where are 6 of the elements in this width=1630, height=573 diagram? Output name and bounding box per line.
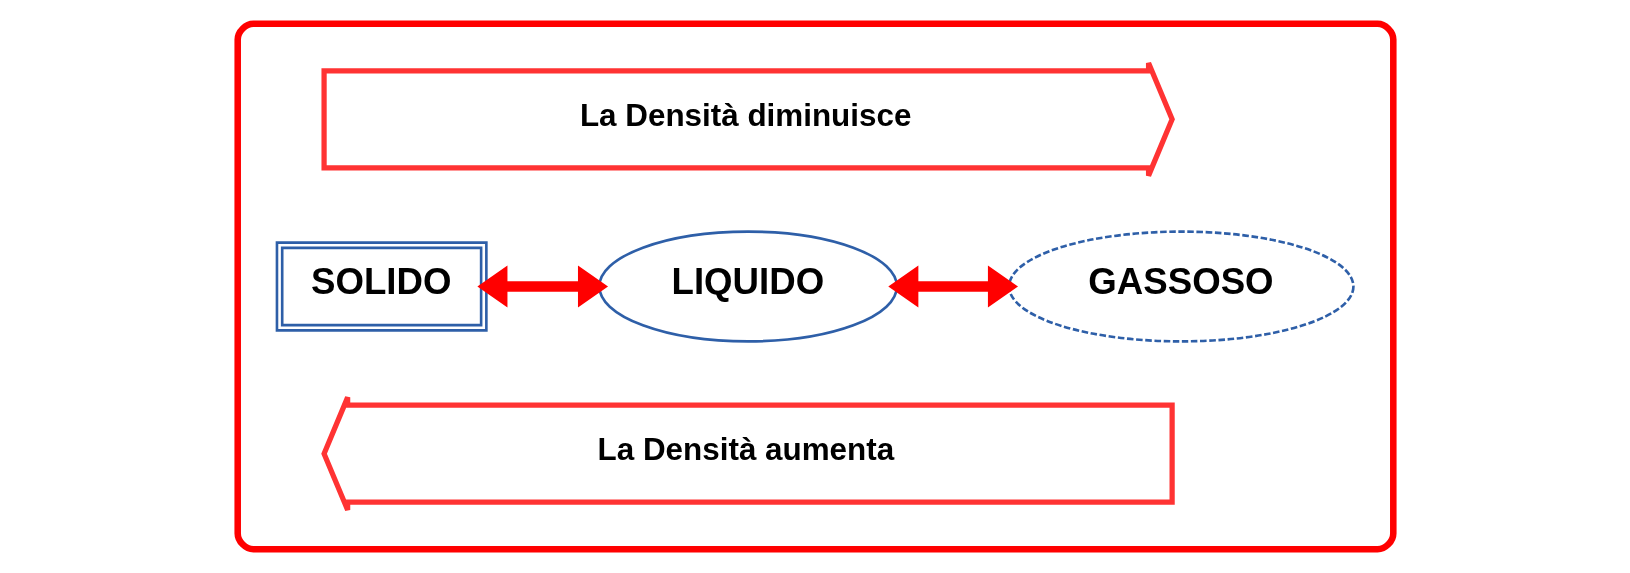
node-ellipse: LIQUIDO [597,230,898,343]
arrow [476,265,608,308]
node-ellipse: GASSOSO [1007,230,1355,343]
node-box: SOLIDO [275,241,488,332]
arrow [887,265,1018,308]
cluster [233,20,1397,553]
